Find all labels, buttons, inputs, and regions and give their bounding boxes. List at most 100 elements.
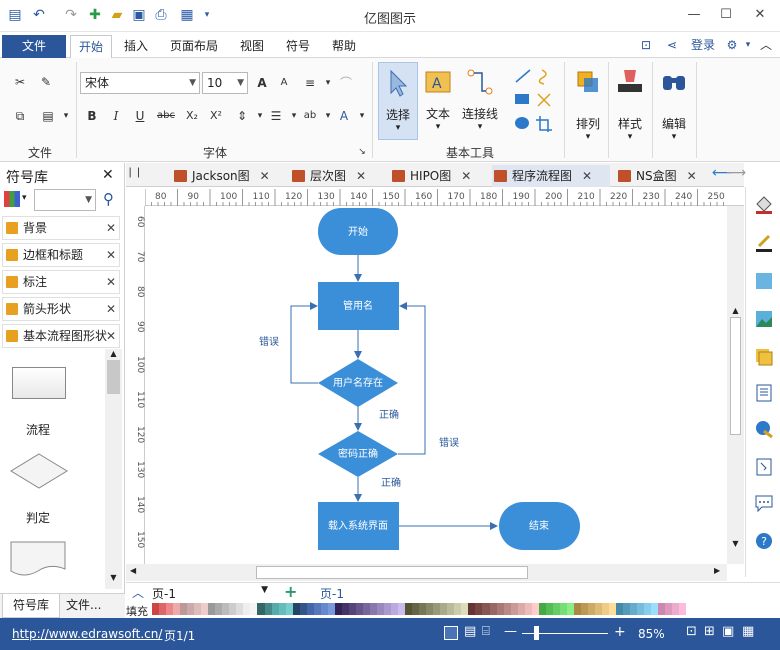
color-swatch[interactable] (362, 603, 370, 615)
color-swatch[interactable] (602, 603, 610, 615)
curve-text-icon[interactable]: ⌒ (339, 76, 352, 90)
new-icon[interactable]: ✚ (89, 7, 101, 23)
cut-icon[interactable]: ✂ (14, 75, 26, 89)
library-item-callouts[interactable]: 标注✕ (2, 270, 120, 294)
outline-view-icon[interactable]: ▤ (464, 624, 477, 639)
color-swatch[interactable] (496, 603, 504, 615)
color-swatch[interactable] (454, 603, 462, 615)
color-swatch[interactable] (236, 603, 244, 615)
color-swatch[interactable] (658, 603, 666, 615)
tab-hipo[interactable]: HIPO图✕ (390, 165, 471, 187)
highlight-dropdown-icon[interactable]: ▾ (325, 111, 331, 121)
color-swatch[interactable] (440, 603, 448, 615)
undo-icon[interactable]: ↶ (33, 7, 45, 23)
canvas-vertical-scrollbar[interactable]: ▲ ▼ (727, 206, 744, 564)
library-scroll-down-icon[interactable]: ▼ (105, 573, 122, 589)
page-select[interactable]: 页-1▼ (152, 585, 268, 601)
fill-bucket-icon[interactable] (754, 195, 774, 215)
color-swatch[interactable] (482, 603, 490, 615)
color-swatch[interactable] (215, 603, 223, 615)
text-tool-button[interactable]: A 文本▾ (418, 62, 458, 140)
check-password-node[interactable] (318, 431, 398, 477)
color-swatch[interactable] (384, 603, 392, 615)
color-swatch[interactable] (566, 603, 574, 615)
shape-tools[interactable] (512, 66, 556, 136)
load-system-node[interactable] (318, 502, 399, 550)
print-icon[interactable]: ⎙ (155, 7, 167, 23)
align-icon[interactable]: ≡ (304, 76, 316, 90)
color-swatch[interactable] (419, 603, 427, 615)
style-button[interactable]: 样式▾ (610, 66, 650, 142)
color-swatch[interactable] (475, 603, 483, 615)
color-swatch[interactable] (538, 603, 546, 615)
color-swatch[interactable] (377, 603, 385, 615)
fit-width-icon[interactable]: ⊞ (704, 624, 715, 639)
normal-view-icon[interactable] (444, 626, 458, 640)
align-dropdown-icon[interactable]: ▾ (325, 78, 331, 88)
paste-dropdown-icon[interactable]: ▾ (63, 111, 69, 121)
color-swatch[interactable] (489, 603, 497, 615)
font-dialog-icon[interactable]: ↘ (358, 147, 366, 157)
close-icon[interactable]: ✕ (582, 169, 593, 183)
end-node[interactable] (499, 502, 580, 550)
share-icon[interactable]: ⋖ (666, 38, 678, 52)
font-size-select[interactable]: 10▼ (202, 72, 248, 94)
color-swatch[interactable] (559, 603, 567, 615)
shape-process-thumbnail[interactable] (12, 367, 66, 399)
color-swatch[interactable] (594, 603, 602, 615)
format-painter-icon[interactable]: ✎ (40, 75, 52, 89)
color-swatch[interactable] (461, 603, 469, 615)
add-page-icon[interactable]: + (284, 582, 298, 601)
close-icon[interactable]: ✕ (105, 248, 116, 262)
share-screen-icon[interactable]: ⊡ (640, 38, 652, 52)
underline-icon[interactable]: U (135, 109, 145, 123)
line-spacing-icon[interactable]: ⇕ (236, 109, 248, 123)
close-icon[interactable]: ✕ (754, 7, 766, 22)
color-swatch[interactable] (468, 603, 476, 615)
connector-tool-button[interactable]: 连接线▾ (458, 62, 502, 140)
settings-gear-icon[interactable]: ⚙ (726, 38, 738, 52)
tab-insert[interactable]: 插入 (124, 39, 149, 53)
image-icon[interactable] (754, 309, 774, 329)
library-item-background[interactable]: 背景✕ (2, 216, 120, 240)
zoom-in-icon[interactable]: + (614, 624, 626, 640)
edit-button[interactable]: 编辑▾ (654, 66, 694, 142)
hyperlink-icon[interactable] (754, 419, 774, 439)
tab-home[interactable]: 开始 (70, 35, 113, 58)
color-swatch[interactable] (278, 603, 286, 615)
arrange-button[interactable]: 排列▾ (568, 66, 608, 142)
highlight-icon[interactable]: ab (303, 110, 317, 121)
color-swatch[interactable] (243, 603, 251, 615)
library-item-borders-titles[interactable]: 边框和标题✕ (2, 243, 120, 267)
tab-file-recovery[interactable]: 文件... (66, 598, 102, 612)
color-swatch[interactable] (369, 603, 377, 615)
color-swatch[interactable] (573, 603, 581, 615)
bold-icon[interactable]: B (87, 109, 97, 123)
maximize-icon[interactable]: ☐ (720, 7, 732, 22)
minimize-icon[interactable]: — (687, 7, 701, 22)
bullets-dropdown-icon[interactable]: ▾ (291, 111, 297, 121)
color-swatch[interactable] (630, 603, 638, 615)
zoom-out-icon[interactable]: — (504, 624, 517, 639)
close-icon[interactable]: ✕ (259, 169, 270, 183)
color-swatch[interactable] (531, 603, 539, 615)
redo-icon[interactable]: ↷ (65, 7, 77, 23)
color-swatch[interactable] (320, 603, 328, 615)
color-swatch[interactable] (503, 603, 511, 615)
library-item-basic-flowchart[interactable]: 基本流程图形状✕ (2, 324, 120, 348)
library-close-icon[interactable]: ✕ (102, 167, 114, 183)
color-swatches[interactable] (152, 603, 687, 615)
search-icon[interactable]: ⚲ (103, 190, 114, 208)
italic-icon[interactable]: I (113, 109, 119, 123)
color-swatch[interactable] (250, 603, 258, 615)
paste-icon[interactable]: ▤ (42, 109, 54, 123)
close-icon[interactable]: ✕ (686, 169, 697, 183)
current-page-tab[interactable]: 页-1 (320, 587, 344, 601)
attachment-icon[interactable] (754, 457, 774, 477)
font-color-dropdown-icon[interactable]: ▾ (359, 111, 365, 121)
color-swatch[interactable] (341, 603, 349, 615)
library-menu-dropdown-icon[interactable]: ▾ (22, 193, 27, 203)
color-swatch[interactable] (292, 603, 300, 615)
drawing-canvas[interactable]: 开始 管用名 用户名存在 密码正确 载入系统界面 结束 错误 正确 错误 正确 (145, 206, 727, 564)
customize-icon[interactable]: ▾ (204, 10, 210, 20)
